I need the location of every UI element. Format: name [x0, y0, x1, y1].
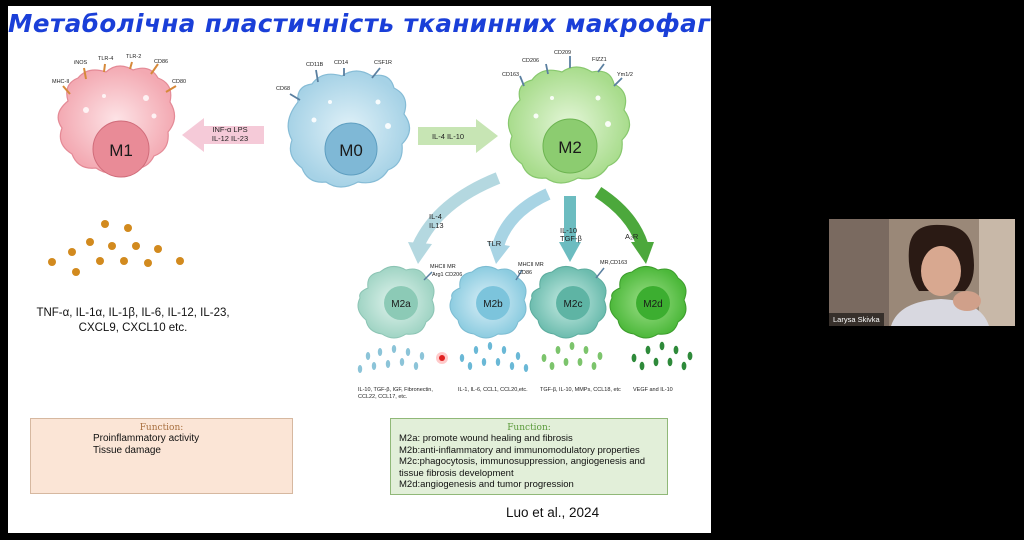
- subtype-arrows: IL-4 IL13 TLR IL-10 TGF-β A₂R: [408, 172, 654, 264]
- m2-label: M2: [558, 138, 582, 157]
- svg-text:CD163: CD163: [502, 72, 519, 78]
- m2c-stim-line2: TGF-β: [560, 234, 582, 243]
- m1-cytokine-list: TNF-α, IL-1α, IL-1β, IL-6, IL-12, IL-23,…: [18, 306, 248, 336]
- m2a-stim-line2: IL13: [429, 221, 444, 230]
- m2a-cytokines-line1: IL-10, TGF-β, IGF, Fibronectin,: [358, 387, 433, 393]
- svg-text:CD14: CD14: [334, 60, 348, 66]
- m2a-marker-line2: Arg1 CD206: [432, 272, 462, 278]
- m2-function-line4: tissue fibrosis development: [399, 467, 514, 479]
- arrow-to-m2-label: IL-4 IL-10: [432, 132, 464, 141]
- m1-function-line2: Tissue damage: [93, 444, 161, 456]
- m2-cell: M2 CD163 CD206 CD209 FIZZ1 Ym1/2: [502, 50, 633, 184]
- m2c-stim-line1: IL-10: [560, 226, 577, 235]
- svg-text:CD68: CD68: [276, 86, 290, 92]
- participant-video-frame: [829, 219, 1015, 326]
- svg-text:TLR-4: TLR-4: [98, 56, 113, 62]
- m2d-cell: M2d: [609, 266, 687, 339]
- m2c-cell: M2c MR,CD163: [529, 260, 627, 339]
- m2b-marker-line2: CD86: [518, 270, 532, 276]
- m2d-secretions: [631, 341, 693, 371]
- m1-cytokines-line1: TNF-α, IL-1α, IL-1β, IL-6, IL-12, IL-23,: [36, 307, 230, 319]
- m2a-secretions: [357, 345, 425, 373]
- m1-function-box: Function: Proinflammatory activity Tissu…: [30, 418, 293, 494]
- laser-pointer-dot: [436, 352, 448, 364]
- m2a-marker-line1: MHCII MR: [430, 264, 456, 270]
- presentation-slide: M1 MHC-II iNOS TLR-4 TLR-2 CD86 CD80: [8, 6, 711, 533]
- m2b-secretions: [459, 342, 529, 372]
- svg-text:CD206: CD206: [522, 58, 539, 64]
- m2b-label: M2b: [483, 299, 503, 310]
- m2a-label: M2a: [391, 299, 411, 310]
- svg-text:MHC-II: MHC-II: [52, 79, 70, 85]
- m2c-secretions: [541, 342, 603, 370]
- svg-text:iNOS: iNOS: [74, 60, 87, 66]
- arrow-to-m1: INF-α LPS IL-12 IL-23: [182, 118, 264, 152]
- m2a-cytokines-line2: CCL22, CCL17, etc.: [358, 394, 408, 400]
- arrow-to-m1-line2: IL-12 IL-23: [212, 134, 248, 143]
- m2b-cell: M2b MHCII MR CD86: [449, 262, 544, 339]
- arrow-to-m1-line1: INF-α LPS: [212, 125, 247, 134]
- m2-function-line3: M2c:phagocytosis, immunosuppression, ang…: [399, 456, 646, 468]
- m2-function-line1: M2a: promote wound healing and fibrosis: [399, 433, 573, 444]
- svg-text:CD80: CD80: [172, 79, 186, 85]
- m2a-cell: M2a MHCII MR Arg1 CD206: [357, 264, 462, 339]
- svg-text:CD11B: CD11B: [306, 62, 324, 68]
- m2b-cytokines: IL-1, IL-6, CCL1, CCL20,etc.: [458, 387, 528, 393]
- m2-function-line2: M2b:anti-inflammatory and immunomodulato…: [399, 444, 640, 456]
- m1-label: M1: [109, 141, 133, 160]
- m2-function-line5: M2d:angiogenesis and tumor progression: [399, 479, 574, 491]
- svg-text:FIZZ1: FIZZ1: [592, 57, 607, 63]
- svg-text:TLR-2: TLR-2: [126, 54, 141, 60]
- citation: Luo et al., 2024: [506, 505, 600, 520]
- slide-title: Метаболічна пластичність тканинних макро…: [8, 9, 711, 38]
- m0-cell: M0 CD68 CD11B CD14 CSF1R: [276, 60, 411, 188]
- svg-text:Ym1/2: Ym1/2: [617, 72, 633, 78]
- m2c-cytokines: TGF-β, IL-10, MMPs, CCL18, etc: [540, 387, 621, 393]
- m1-cell: M1 MHC-II iNOS TLR-4 TLR-2 CD86 CD80: [52, 54, 186, 178]
- arrow-to-m2: IL-4 IL-10: [418, 119, 498, 153]
- m2d-stim: A₂R: [625, 232, 639, 241]
- m1-cytokines-line2: CXCL9, CXCL10 etc.: [78, 322, 188, 334]
- m2d-label: M2d: [643, 299, 662, 310]
- participant-name: Larysa Skivka: [829, 313, 884, 326]
- m2c-label: M2c: [564, 299, 583, 310]
- m1-function-heading: Function:: [139, 423, 184, 433]
- m2d-cytokines: VEGF and IL-10: [633, 387, 673, 393]
- m2b-stim: TLR: [487, 239, 502, 248]
- svg-text:CD209: CD209: [554, 50, 571, 56]
- participant-video-tile[interactable]: Larysa Skivka: [829, 219, 1015, 326]
- m2a-stim-line1: IL-4: [429, 212, 442, 221]
- m1-cytokine-dots: [48, 220, 184, 276]
- m2b-marker-line1: MHCII MR: [518, 262, 544, 268]
- m2-function-box: Function: M2a: promote wound healing and…: [390, 418, 668, 495]
- macrophage-diagram: M1 MHC-II iNOS TLR-4 TLR-2 CD86 CD80: [48, 50, 693, 400]
- svg-text:CD86: CD86: [154, 59, 168, 65]
- m1-function-line1: Proinflammatory activity: [93, 433, 200, 444]
- svg-text:CSF1R: CSF1R: [374, 60, 392, 66]
- m2c-marker: MR,CD163: [600, 260, 627, 266]
- m0-label: M0: [339, 141, 363, 160]
- m2-function-heading: Function:: [507, 423, 551, 433]
